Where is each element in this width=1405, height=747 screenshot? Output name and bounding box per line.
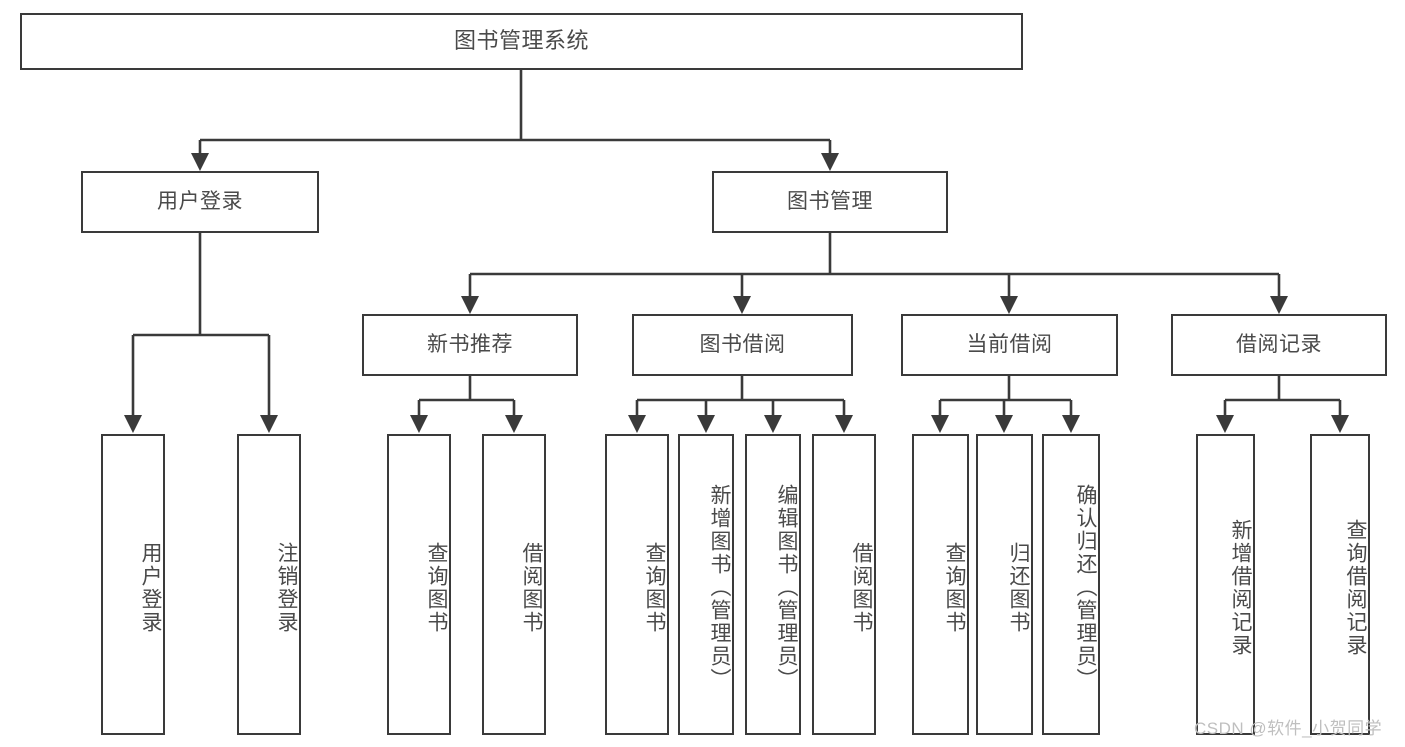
node-current-borrow[interactable]: 当前借阅 [901, 314, 1118, 376]
node-leaf-confirm-return-admin-label: 确认归还（管理员） [1074, 484, 1097, 691]
node-leaf-query-book-3-label: 查询图书 [943, 541, 966, 634]
node-root-label: 图书管理系统 [453, 28, 589, 54]
node-leaf-add-borrow-record[interactable]: 新增借阅记录 [1196, 434, 1255, 735]
node-leaf-borrow-book-2-label: 借阅图书 [850, 541, 873, 634]
node-leaf-return-book[interactable]: 归还图书 [976, 434, 1033, 735]
node-leaf-add-book-admin[interactable]: 新增图书（管理员） [678, 434, 734, 735]
node-leaf-user-logout-label: 注销登录 [275, 541, 298, 634]
node-leaf-borrow-book-1[interactable]: 借阅图书 [482, 434, 546, 735]
node-leaf-edit-book-admin[interactable]: 编辑图书（管理员） [745, 434, 801, 735]
node-leaf-query-book-1[interactable]: 查询图书 [387, 434, 451, 735]
node-user-login[interactable]: 用户登录 [81, 171, 319, 233]
node-leaf-user-logout[interactable]: 注销登录 [237, 434, 301, 735]
node-new-book-recommend[interactable]: 新书推荐 [362, 314, 578, 376]
node-book-manage-label: 图书管理 [787, 190, 873, 214]
node-borrow-record[interactable]: 借阅记录 [1171, 314, 1387, 376]
node-leaf-borrow-book-1-label: 借阅图书 [520, 541, 543, 634]
node-leaf-query-book-2-label: 查询图书 [643, 541, 666, 634]
node-leaf-confirm-return-admin[interactable]: 确认归还（管理员） [1042, 434, 1100, 735]
node-leaf-user-login[interactable]: 用户登录 [101, 434, 165, 735]
node-leaf-query-borrow-record-label: 查询借阅记录 [1344, 518, 1367, 657]
node-borrow-record-label: 借阅记录 [1236, 333, 1322, 357]
node-leaf-user-login-label: 用户登录 [139, 541, 162, 634]
node-book-borrow-label: 图书借阅 [699, 333, 786, 357]
node-leaf-query-book-2[interactable]: 查询图书 [605, 434, 669, 735]
node-user-login-label: 用户登录 [157, 190, 243, 214]
node-leaf-return-book-label: 归还图书 [1007, 541, 1030, 634]
node-book-borrow[interactable]: 图书借阅 [632, 314, 853, 376]
watermark: CSDN @软件_小贺同学 [1194, 719, 1383, 738]
node-current-borrow-label: 当前借阅 [966, 333, 1053, 357]
node-leaf-edit-book-admin-label: 编辑图书（管理员） [775, 484, 798, 691]
node-root[interactable]: 图书管理系统 [20, 13, 1023, 70]
node-leaf-query-borrow-record[interactable]: 查询借阅记录 [1310, 434, 1370, 735]
node-leaf-add-borrow-record-label: 新增借阅记录 [1229, 518, 1252, 657]
node-leaf-query-book-3[interactable]: 查询图书 [912, 434, 969, 735]
node-leaf-add-book-admin-label: 新增图书（管理员） [708, 484, 731, 691]
node-leaf-borrow-book-2[interactable]: 借阅图书 [812, 434, 876, 735]
node-leaf-query-book-1-label: 查询图书 [425, 541, 448, 634]
node-book-manage[interactable]: 图书管理 [712, 171, 948, 233]
node-new-book-recommend-label: 新书推荐 [427, 333, 513, 357]
